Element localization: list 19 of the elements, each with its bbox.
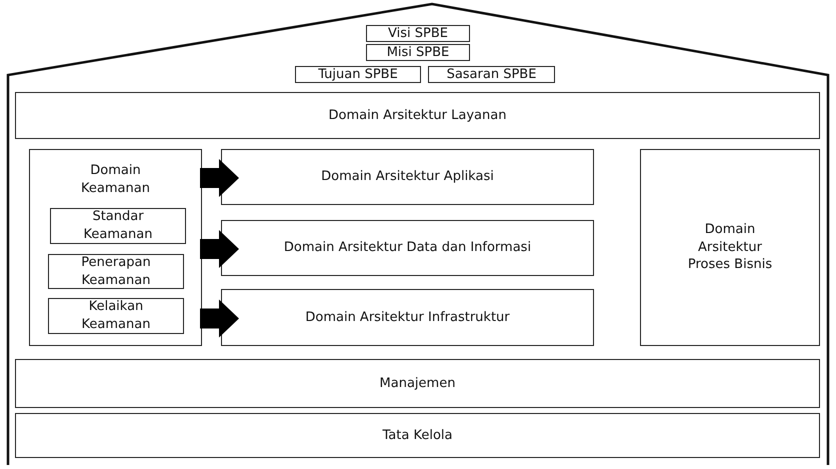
label-box: Visi SPBE — [366, 25, 470, 42]
label-box: Sasaran SPBE — [428, 66, 555, 83]
block-arrow — [200, 159, 239, 197]
label-box: Penerapan Keamanan — [48, 254, 184, 289]
label-box: Domain Arsitektur Infrastruktur — [221, 289, 594, 346]
label-box: Domain Arsitektur Layanan — [15, 92, 820, 139]
group-title: Domain Keamanan — [80, 162, 151, 198]
label-box: Tujuan SPBE — [295, 66, 421, 83]
label-box: Kelaikan Keamanan — [48, 298, 184, 334]
label-box: Domain Arsitektur Proses Bisnis — [640, 149, 820, 346]
label-box: Standar Keamanan — [50, 208, 186, 244]
label-box: Manajemen — [15, 359, 820, 408]
label-box: Domain Arsitektur Aplikasi — [221, 149, 594, 205]
label-box: Misi SPBE — [366, 44, 470, 61]
block-arrow — [200, 300, 239, 338]
block-arrow — [200, 230, 239, 268]
group-box — [29, 149, 202, 346]
label-box: Tata Kelola — [15, 413, 820, 458]
label-box: Domain Arsitektur Data dan Informasi — [221, 220, 594, 276]
